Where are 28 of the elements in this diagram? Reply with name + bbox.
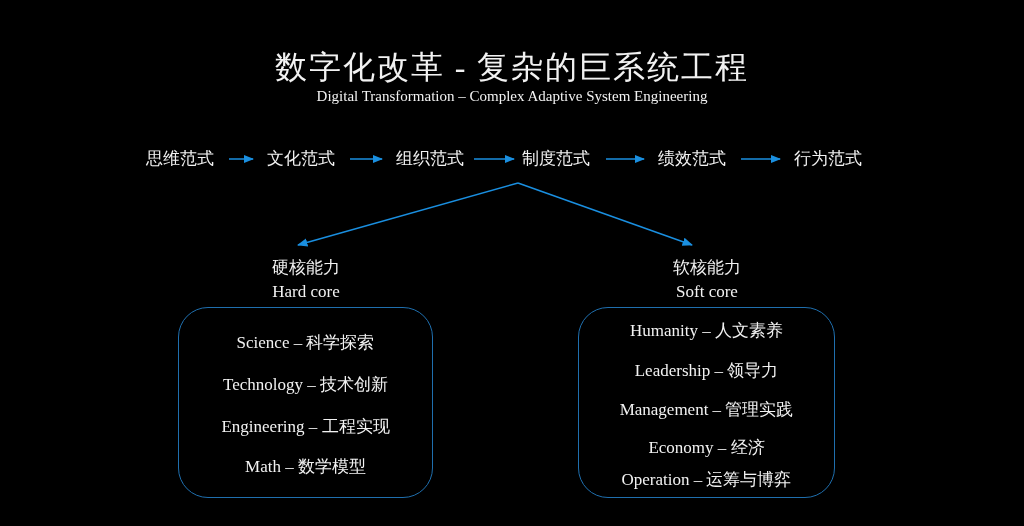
item-text: Management – 管理实践 xyxy=(618,399,795,421)
title: 数字化改革 - 复杂的巨系统工程 xyxy=(273,48,751,87)
subtitle: Digital Transformation – Complex Adaptive System Engineering xyxy=(315,88,709,105)
arrow xyxy=(740,154,782,164)
heading-text: Hard core xyxy=(271,281,341,303)
arrow xyxy=(297,182,519,247)
item-text: Economy – 经济 xyxy=(647,437,766,459)
node-text: 行为范式 xyxy=(786,146,870,172)
heading-text: Soft core xyxy=(675,281,739,303)
heading-text: 软核能力 xyxy=(672,257,742,279)
item-text: Engineering – 工程实现 xyxy=(220,416,391,438)
arrow xyxy=(517,182,693,246)
item-text: Technology – 技术创新 xyxy=(222,374,389,396)
node-text: 文化范式 xyxy=(259,146,343,172)
arrow xyxy=(473,154,516,164)
item-text: Leadership – 领导力 xyxy=(633,360,780,382)
item-text: Science – 科学探索 xyxy=(235,332,376,354)
node-text: 组织范式 xyxy=(388,146,472,172)
arrow xyxy=(228,154,255,164)
node-text: 制度范式 xyxy=(514,146,598,183)
arrow xyxy=(349,154,384,164)
item-text: Math – 数学模型 xyxy=(244,456,367,478)
item-text: Humanity – 人文素养 xyxy=(629,320,784,342)
node-text: 绩效范式 xyxy=(650,146,734,172)
node-text: 思维范式 xyxy=(138,146,222,172)
heading-text: 硬核能力 xyxy=(271,257,341,279)
arrow xyxy=(605,154,646,164)
item-text: Operation – 运筹与博弈 xyxy=(620,469,793,491)
